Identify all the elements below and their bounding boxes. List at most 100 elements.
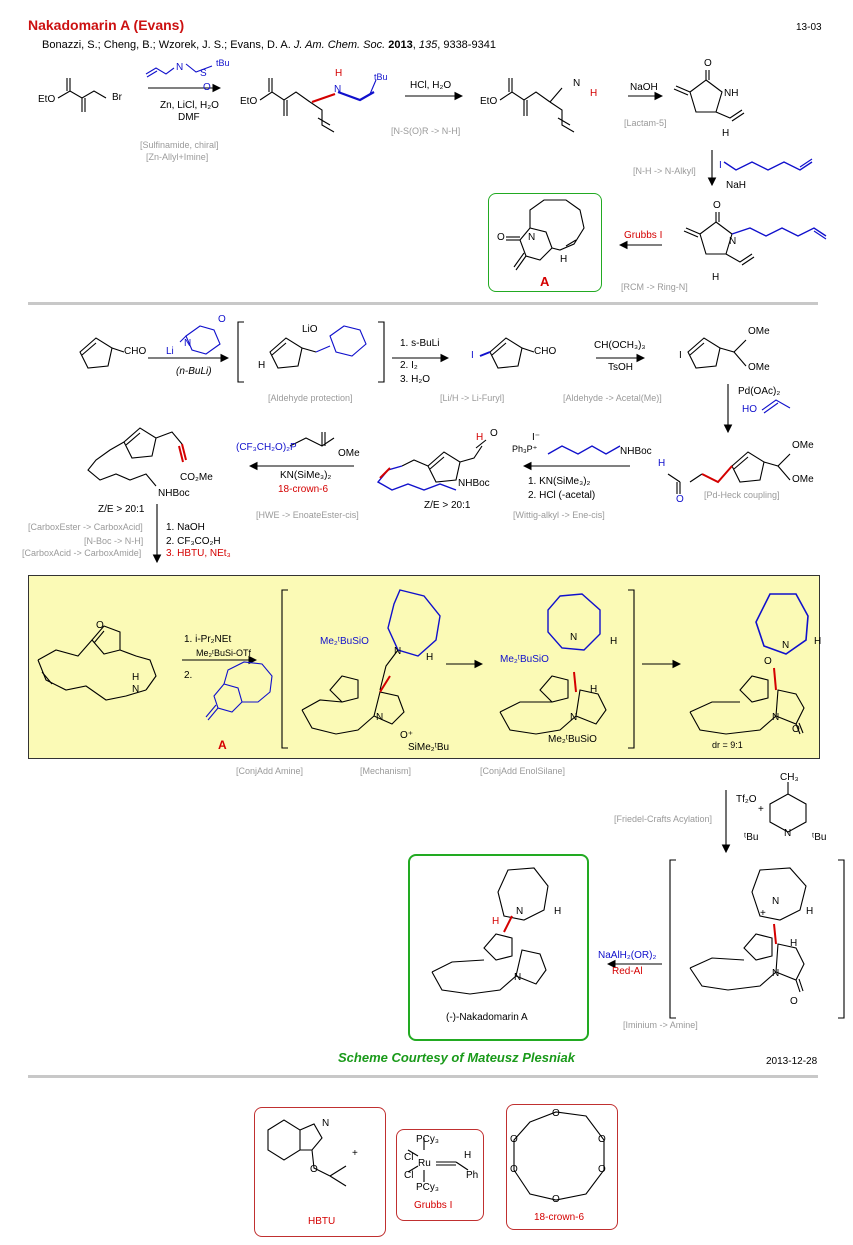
scheme-code: 13-03 [796,22,822,33]
ald-nhboc: NHBoc [458,478,490,489]
r2-2: 2. I₂ [400,360,418,371]
r6-1: KN(SiMe₃)₂ [280,470,332,481]
acetal-ome2: OMe [748,362,770,373]
heck-ome1: OMe [792,440,814,451]
mech-si1: Me₂ᵗBuSiO [320,636,369,647]
step2-reagent-label: HCl, H₂O [410,80,452,91]
r2-tag: [Li/H -> Li-Furyl] [440,393,505,403]
tag-conjadd-enolsilane: [ConjAdd EnolSilane] [480,766,566,776]
mac-h: H [132,672,140,683]
alk-h: H [712,272,720,283]
crown-o3: O [598,1164,606,1175]
step4-nah: NaH [726,180,747,191]
divider-1 [28,302,818,305]
crown-o6: O [510,1134,518,1145]
r6-tag: [HWE -> EnoateEster-cis] [256,510,359,520]
compound-A [506,199,585,271]
cis-alkene-aldehyde [401,439,487,483]
r2-3: 3. H₂O [400,374,430,385]
step3-tag: [Lactam-5] [624,118,667,128]
add-n1: N [570,632,578,643]
step5-tag: [RCM -> Ring-N] [621,282,688,292]
tag-mechanism: [Mechanism] [360,766,412,776]
r9-ch3: CH₃ [780,772,799,783]
alk-n: N [729,236,737,247]
mech-n2: N [376,712,384,723]
imine-tbu: tBu [216,58,230,68]
step3-reagent: NaOH [630,82,658,93]
p1-tbu: tBu [374,72,388,82]
lactam-o: O [704,58,712,69]
furfural [79,337,125,369]
heck-product [667,451,791,494]
r7-2: 2. CF₃CO₂H [166,536,221,547]
ald-ze: Z/E > 20:1 [424,500,471,511]
crown-o1: O [552,1108,560,1119]
r7-tag2: [N-Boc -> N-H] [84,536,144,546]
crown-o4: O [552,1194,560,1205]
acetal-ome1: OMe [748,326,770,337]
r8-3: 2. [184,670,193,681]
hbtu-box [254,1107,386,1237]
scheme-credit: Scheme Courtesy of Mateusz Plesniak [338,1050,575,1065]
furfural-cho: CHO [124,346,147,357]
A-o: O [497,232,505,243]
mech-h: H [426,652,434,663]
r8-A: A [218,738,227,752]
p1-h: H [335,68,343,79]
r9-tbu2: ᵗBu [812,832,827,843]
add-si1: Me₂ᵗBuSiO [500,654,549,665]
r10-1: NaAlH₂(OR)₂ [598,950,657,961]
prod-dr: dr = 9:1 [712,740,743,750]
r7-1: 1. NaOH [166,522,205,533]
p1-n: N [334,84,342,95]
r4-2: HO [742,404,757,415]
r3-1: CH(OCH₃)₃ [594,340,646,351]
int-lio: LiO [302,324,318,335]
reagent-structures [267,1111,605,1201]
r8-2: Me₂ᵗBuSi-OTf [196,648,251,658]
scheme-date: 2013-12-28 [766,1056,818,1067]
r8-1: 1. i-Pr₂NEt [184,634,232,645]
ester-ze: Z/E > 20:1 [98,504,145,515]
lactam-h: H [722,128,730,139]
citation-year: 2013 [388,39,413,51]
product-amine [499,78,575,133]
crown-o5: O [510,1164,518,1175]
nak-n2: N [514,972,522,983]
citation-journal: J. Am. Chem. Soc. [293,39,386,51]
g-cl2: Cl [404,1170,414,1181]
im-h1: H [806,906,814,917]
r1-li: Li [166,346,174,357]
g-pcy1: PCy₃ [416,1134,439,1145]
page-title: Nakadomarin A (Evans) [28,17,185,33]
r1-o: O [218,314,226,325]
r4-1: Pd(OAc)₂ [738,386,781,397]
hbtu-plus: + [352,1148,358,1159]
r9-tag: [Friedel-Crafts Acylation] [614,814,713,824]
add-h1: H [610,636,618,647]
p2-n: N [573,78,581,89]
heck-ome2: OMe [792,474,814,485]
im-n2: N [772,968,780,979]
int-tag: [Aldehyde protection] [268,393,353,403]
r2-1: 1. s-BuLi [400,338,440,349]
p1-eto: EtO [240,96,258,107]
g-h: H [464,1150,472,1161]
imine-n: N [176,62,184,73]
grubbs-box [396,1129,484,1221]
im-h2: H [790,938,798,949]
li-morpholide [179,325,221,355]
nak-n1: N [516,906,524,917]
add-si2: Me₂ᵗBuSiO [548,734,597,745]
step5-reagent: Grubbs I [624,230,663,241]
step1-reagent2: DMF [178,112,200,123]
r5-salt: Ph₃P⁺ [512,444,538,454]
product-sulfinamide [259,78,335,133]
grubbs-label: Grubbs I [414,1200,453,1211]
prod-h: H [814,636,822,647]
hbtu-label: HBTU [308,1216,336,1227]
im-n1: N [772,896,780,907]
r7-tag1: [CarboxEster -> CarboxAcid] [28,522,143,532]
